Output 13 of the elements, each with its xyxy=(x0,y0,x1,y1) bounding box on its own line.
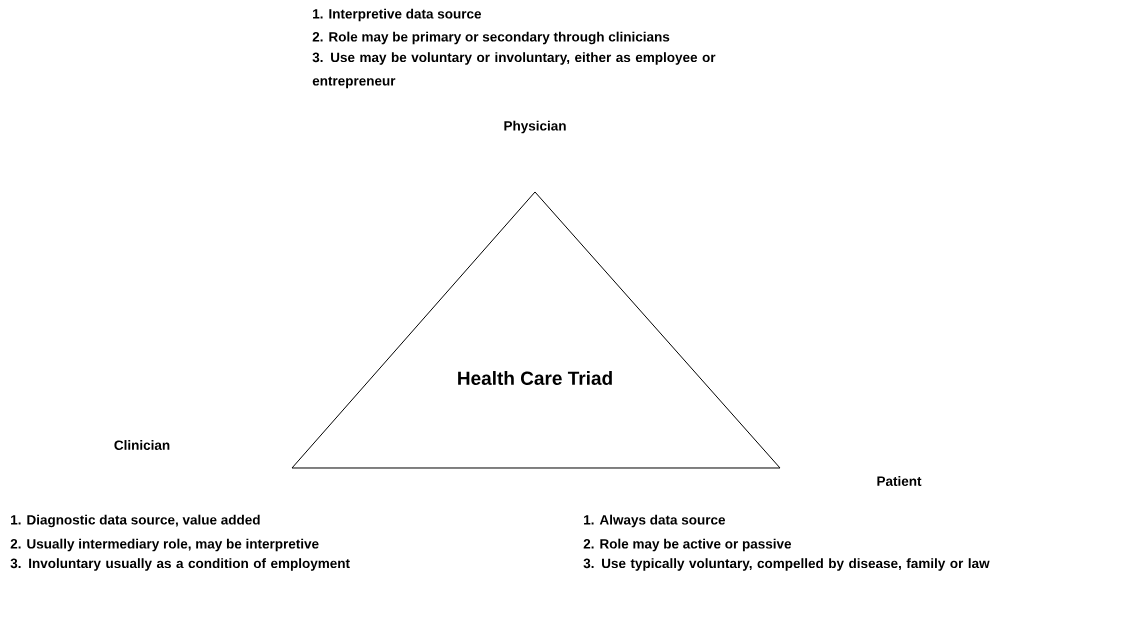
list-item: 2. Usually intermediary role, may be interpretive xyxy=(10,538,319,552)
list-item: 2. Role may be primary or secondary through clinicians xyxy=(312,31,670,45)
vertex-label: Physician xyxy=(504,120,566,134)
list-item: 1. Always data source xyxy=(584,514,726,528)
vertex-label: Clinician xyxy=(114,440,170,450)
list-item: 1. Interpretive data source xyxy=(313,8,482,22)
list-item: 3. Use may be voluntary or involuntary, either as employee or entrepreneur xyxy=(312,52,716,89)
list-item: 2. Role may be active or passive xyxy=(583,538,792,552)
list-item: 1. Diagnostic data source, value added xyxy=(11,514,260,528)
list-item: 3. Involuntary usually as a condition of employment xyxy=(10,558,350,571)
triangle: Health Care Triad xyxy=(291,191,781,469)
list-item: 3. Use typically voluntary, compelled by disease, family or law xyxy=(583,558,990,571)
vertex-label: Patient xyxy=(877,476,922,486)
